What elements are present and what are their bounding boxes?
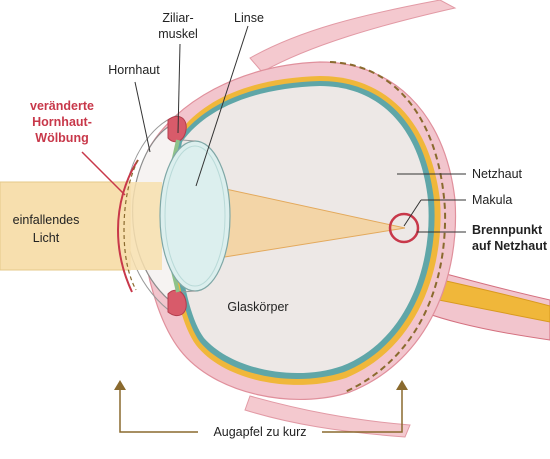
arrowhead-left bbox=[114, 380, 126, 390]
eyeball-too-short-bracket bbox=[119, 390, 403, 433]
label-ciliary-muscle-2: muskel bbox=[158, 27, 198, 41]
lens bbox=[159, 140, 231, 292]
leader-lines bbox=[134, 25, 466, 233]
arrowhead-right bbox=[396, 380, 408, 390]
label-changed-curvature-2: Hornhaut- bbox=[32, 115, 92, 129]
leader-changed-curvature bbox=[81, 151, 126, 196]
label-changed-curvature-1: veränderte bbox=[30, 99, 94, 113]
normal-cornea-dashed bbox=[123, 159, 139, 291]
label-retina: Netzhaut bbox=[472, 167, 523, 181]
label-focal-point-2: auf Netzhaut bbox=[472, 239, 548, 253]
leader-lens bbox=[195, 25, 249, 187]
label-changed-curvature-3: Wölbung bbox=[35, 131, 88, 145]
label-macula: Makula bbox=[472, 193, 512, 207]
bracket-right bbox=[322, 390, 403, 433]
label-lens: Linse bbox=[234, 11, 264, 25]
upper-eye-muscle bbox=[249, 0, 457, 73]
light-inside-cornea bbox=[128, 182, 162, 270]
normal-eyeball-dashed bbox=[329, 61, 447, 393]
leader-ciliary bbox=[177, 43, 181, 134]
focal-point-circle bbox=[388, 212, 420, 244]
light-cone bbox=[175, 178, 405, 265]
bracket-left bbox=[119, 390, 198, 433]
leader-cornea bbox=[134, 81, 151, 153]
label-vitreous: Glaskörper bbox=[227, 300, 288, 314]
changed-cornea-curvature bbox=[116, 159, 139, 293]
label-incoming-light-1: einfallendes bbox=[13, 213, 80, 227]
label-focal-point-1: Brennpunkt bbox=[472, 223, 543, 237]
label-cornea: Hornhaut bbox=[108, 63, 160, 77]
lens-zonule-bottom bbox=[181, 290, 196, 293]
lower-eye-muscle bbox=[244, 395, 411, 438]
label-ciliary-muscle-1: Ziliar- bbox=[162, 11, 193, 25]
leader-macula-diag bbox=[403, 199, 422, 227]
label-eyeball-too-short: Augapfel zu kurz bbox=[213, 425, 306, 439]
light-beam bbox=[0, 177, 406, 271]
label-incoming-light-2: Licht bbox=[33, 231, 60, 245]
lens-zonule-top bbox=[181, 139, 196, 142]
lens-highlight bbox=[164, 145, 226, 287]
